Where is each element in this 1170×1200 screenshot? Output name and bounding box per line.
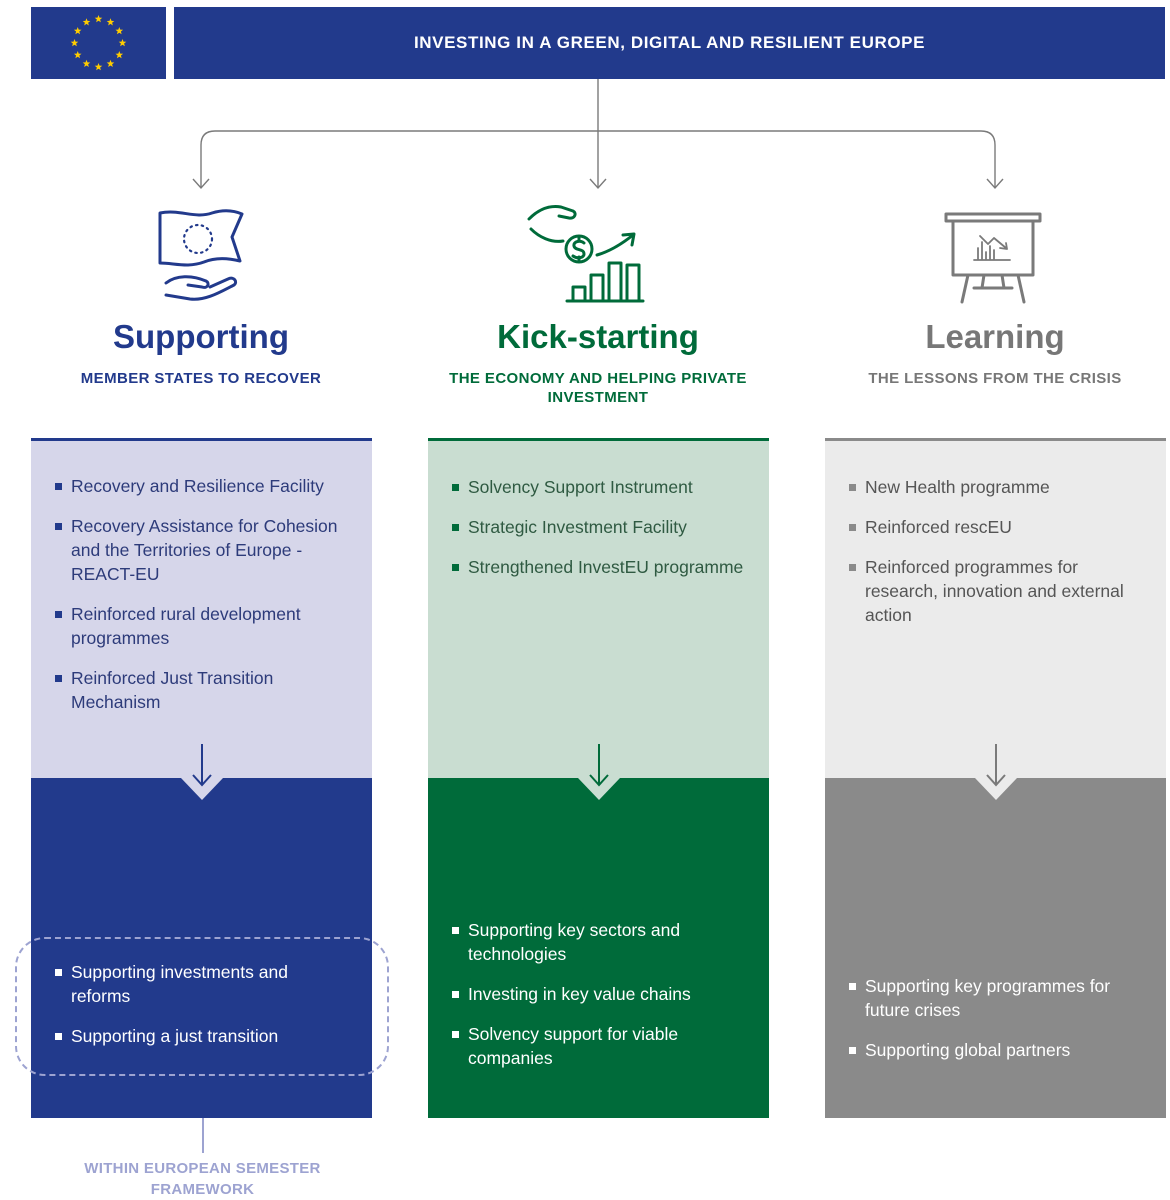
list-item: New Health programme [849, 475, 1149, 499]
list-item: Strengthened InvestEU programme [452, 555, 752, 579]
panel-notch [578, 778, 620, 800]
semester-dashed-box [15, 937, 389, 1076]
list-learning-top: New Health programme Reinforced rescEU R… [849, 475, 1149, 643]
star-icon [73, 51, 82, 59]
star-icon [82, 59, 91, 68]
flag-in-hand-icon [150, 205, 250, 310]
list-kick-starting-top: Solvency Support Instrument Strategic In… [452, 475, 752, 595]
semester-footnote: WITHIN EUROPEAN SEMESTER FRAMEWORK [84, 1160, 321, 1198]
panel-top-learning [825, 438, 1166, 778]
list-supporting-top: Recovery and Resilience Facility Recover… [55, 474, 355, 730]
list-kick-starting-bottom: Supporting key sectors and technologies … [452, 918, 742, 1086]
list-item: Supporting key sectors and technologies [452, 918, 742, 966]
panel-bottom-kick-starting [428, 778, 769, 1118]
list-item: Reinforced programmes for research, inno… [849, 555, 1149, 627]
panel-top-bar [31, 438, 372, 441]
star-icon [106, 59, 115, 68]
star-icon [118, 39, 127, 47]
list-item: Recovery Assistance for Cohesion and the… [55, 514, 355, 586]
star-icon [106, 18, 115, 26]
panel-top-bar [825, 438, 1166, 441]
star-icon [115, 51, 124, 59]
panel-notch [975, 778, 1017, 800]
banner-title: INVESTING IN A GREEN, DIGITAL AND RESILI… [174, 7, 1165, 79]
list-item: Strategic Investment Facility [452, 515, 752, 539]
list-item: Supporting key programmes for future cri… [849, 974, 1149, 1022]
panel-supporting: Recovery and Resilience Facility Recover… [31, 438, 372, 1118]
list-item: Supporting investments and reforms [55, 960, 315, 1008]
panel-top-supporting [31, 438, 372, 778]
list-item: Supporting a just transition [55, 1024, 315, 1048]
down-arrow-icon [589, 744, 609, 787]
star-icon [82, 18, 91, 26]
column-title-kick-starting: Kick-starting [497, 318, 699, 355]
list-item: Reinforced Just Transition Mechanism [55, 666, 355, 714]
star-icon [73, 27, 82, 35]
down-arrow-icon [986, 744, 1006, 787]
column-subtitle-supporting: MEMBER STATES TO RECOVER [80, 370, 322, 387]
column-subtitle-learning: THE LESSONS FROM THE CRISIS [868, 370, 1122, 387]
list-item: Investing in key value chains [452, 982, 742, 1006]
panel-notch [181, 778, 223, 800]
panel-bottom-supporting [31, 778, 372, 1118]
column-subtitle-kick-starting: THE ECONOMY AND HELPING PRIVATE INVESTME… [449, 370, 747, 406]
star-icon [94, 15, 103, 23]
panel-top-kick-starting [428, 438, 769, 778]
column-title-learning: Learning [925, 318, 1065, 355]
panel-bottom-learning [825, 778, 1166, 1118]
list-learning-bottom: Supporting key programmes for future cri… [849, 974, 1149, 1078]
list-item: Supporting global partners [849, 1038, 1149, 1062]
column-title-supporting: Supporting [113, 318, 289, 355]
star-icon [115, 27, 124, 35]
panel-learning: New Health programme Reinforced rescEU R… [825, 438, 1166, 1118]
panel-kick-starting: Solvency Support Instrument Strategic In… [428, 438, 769, 1118]
star-icon [70, 39, 79, 47]
list-item: Solvency Support Instrument [452, 475, 752, 499]
list-supporting-bottom: Supporting investments and reforms Suppo… [55, 960, 315, 1064]
list-item: Solvency support for viable companies [452, 1022, 742, 1070]
star-icon [94, 63, 103, 71]
eu-flag-icon [31, 7, 166, 79]
panel-top-bar [428, 438, 769, 441]
list-item: Reinforced rescEU [849, 515, 1149, 539]
money-growth-chart-icon [527, 203, 647, 313]
presentation-board-icon [944, 208, 1044, 313]
list-item: Reinforced rural development programmes [55, 602, 355, 650]
down-arrow-icon [192, 744, 212, 787]
list-item: Recovery and Resilience Facility [55, 474, 355, 498]
